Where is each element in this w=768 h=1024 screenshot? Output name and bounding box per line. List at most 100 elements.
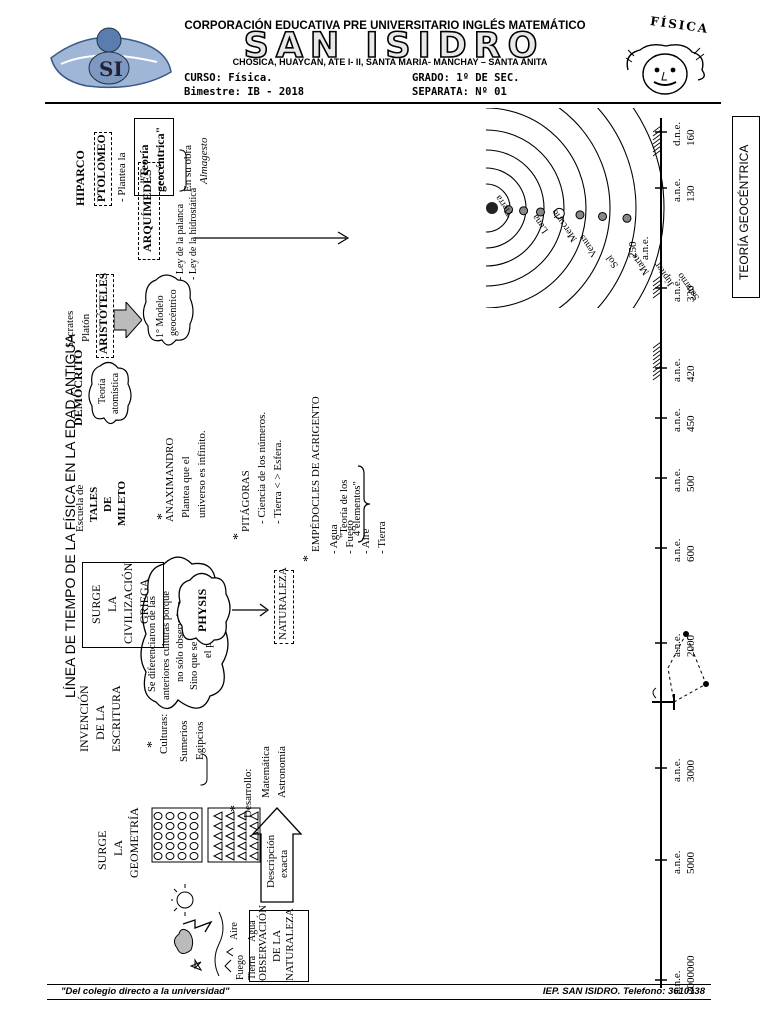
geometry-line-1: SURGE [95,830,109,870]
anaximandro-line-1: Plantea que el [180,456,192,518]
planet-dot [575,210,585,220]
tick-year: 420 [685,365,697,383]
description-line-2: exacta [278,849,290,878]
observation-line-3: NATURALEZA [284,908,296,981]
arquimedes-law-1: - Ley de la palanca [175,203,186,280]
planet-dot [504,205,514,215]
bullet-pitagoras: * [231,533,246,540]
ptolomeo-name: PTOLOMEO [96,134,108,202]
footer-bar: "Del colegio directo a la universidad" I… [47,984,711,1000]
tales-line-2: TALES [88,486,100,522]
aristoteles-arrow [114,302,142,338]
geocentric-label: TEORÍA GEOCÉNTRICA [737,144,751,280]
fisica-title: FÍSICA [649,13,710,37]
model-line-1: 1° Modelo [155,295,166,338]
grid-oval [153,842,163,850]
writing-line-2: DE LA [93,705,107,740]
anaximandro-name: ANAXIMANDRO [164,437,176,522]
grid-oval [177,822,187,830]
footer-motto: "Del colegio directo a la universidad" [61,986,230,997]
svg-text:SI: SI [99,57,123,81]
orbit-ring [485,108,637,308]
earth-dot [486,202,498,214]
pitagoras-line-1: - Ciencia de los números. [256,411,268,524]
model-line-2: geocéntrico [168,289,179,336]
tick-era: a.n.e. [671,408,683,432]
geometry-line-2: LA [111,840,125,856]
corporation-name: CORPORACIÓN EDUCATIVA PRE UNIVERSITARIO … [184,20,586,32]
model-cloud [142,274,194,346]
grid-triangle [236,821,247,831]
aristoteles-name: ARISTÓTELES [98,272,110,354]
observation-line-2: DE LA [271,929,283,963]
pitagoras-name: PITÁGORAS [240,470,252,532]
planet-dot [598,211,608,221]
school-address: CHOSICA, HUAYCAN, ATE I- II, SANTA MARIA… [232,57,548,67]
orbit-ring [485,108,665,308]
culture-sumerios: Sumerios [178,720,190,762]
development-matematica: Matemática [260,746,272,798]
tales-line-1: Escuela de [74,484,86,532]
grid-oval [165,812,175,820]
grid-triangle [224,841,235,851]
nature-label: NATURALEZA [277,567,289,640]
element-tierra: - Tierra [376,521,388,554]
handout-label: SEPARATA: Nº 01 [412,86,507,98]
anaximandro-line-2: universo es infinito. [196,430,208,518]
timeline-hatch [652,275,662,299]
hiparco-name: HIPARCO [73,150,87,206]
planet-dot [622,213,632,223]
timeline-axis [652,118,667,988]
grid-triangle [224,831,235,841]
geometry-line-3: GEOMETRÍA [127,807,141,878]
grid-oval [153,812,163,820]
grid-triangle [224,811,235,821]
grid-triangle [248,811,259,821]
tick-era: a.n.e. [671,850,683,874]
einstein-portrait [620,40,710,98]
grid-triangle [248,831,259,841]
grid-triangle [212,811,223,821]
grid-oval [177,842,187,850]
grid-triangle [248,841,259,851]
grid-oval [165,822,175,830]
empedocles-note-1: "Teoría de los [339,479,350,538]
grid-oval [165,842,175,850]
teoria-line-1: "Teoría [137,144,151,184]
elements-sketch [171,884,234,977]
grid-oval [189,842,199,850]
label-aire: Aire [229,922,240,940]
writing-line-1: INVENCIÓN [77,685,91,752]
greek-line-2: LA [105,596,119,612]
culture-egipcios: Egipcios [194,721,206,761]
planet-dot [553,207,565,219]
grid-oval [189,822,199,830]
grid-triangle [236,811,247,821]
democrito-note-2: atomística [110,372,121,414]
course-label: CURSO: Física. [184,72,273,84]
grid-oval [177,812,187,820]
timeline-hatch [652,125,662,157]
planet-dot [519,206,529,216]
grid-triangle [236,851,247,861]
bullet-empedocles: * [301,555,316,562]
empedocles-name: EMPÉDOCLES DE AGRIGENTO [310,396,322,552]
grid-oval [177,832,187,840]
grid-triangle [248,851,259,861]
school-name: SAN ISIDRO [243,26,545,66]
grid-triangle [212,841,223,851]
grid-triangle [236,841,247,851]
tick-year: 450 [685,415,697,433]
greek-line-3: CIVILIZACIÓN [121,562,135,644]
grid-triangle [212,851,223,861]
grid-oval [165,832,175,840]
grid-triangle [236,831,247,841]
arquimedes-pointer [194,231,350,245]
grid-triangle [224,851,235,861]
democrito-name: DEMÓCRITO [71,349,85,426]
header-divider [45,102,721,104]
plantea-label: - Plantea la [116,152,128,202]
orbit-ring [485,108,587,308]
grid-oval [165,852,175,860]
pendulum-sketch [652,631,709,710]
